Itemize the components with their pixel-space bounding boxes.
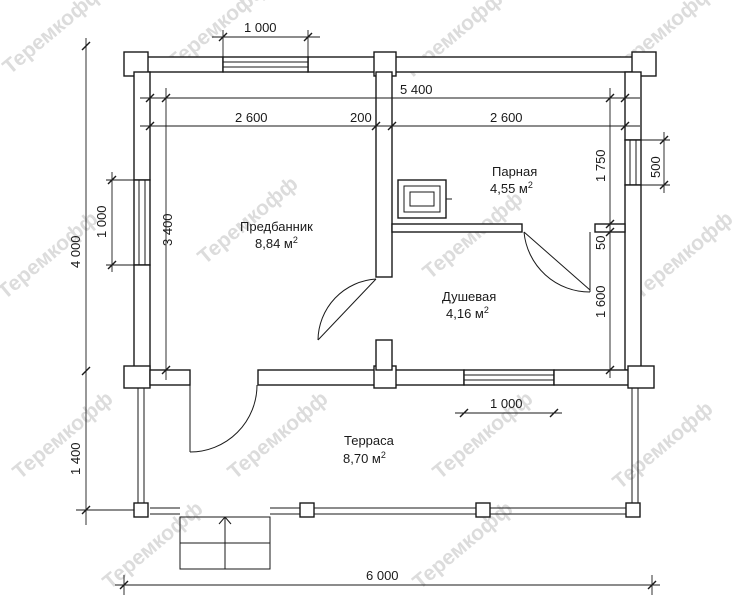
post-1 [133,502,149,518]
watermark-5: Теремкофф [0,207,102,304]
doors [189,231,591,453]
dimension-labels: 1 000 5 400 2 600 200 2 600 6 000 1 000 … [68,20,663,583]
right-wall-mid [624,184,642,371]
post-3 [475,502,491,518]
watermark-14: Теремкофф [408,497,517,594]
top-wall-left [137,56,224,73]
dim-top-window: 1 000 [244,20,277,35]
cap-bl [123,365,151,389]
watermark-13: Теремкофф [98,497,207,594]
dim-left-room-depth: 3 400 [160,213,175,246]
dim-right-window: 500 [648,156,663,178]
watermark-8: Теремкофф [628,207,737,304]
watermark-9: Теремкофф [8,387,117,484]
room-predbannik-name: Предбанник [240,219,313,234]
post-2 [299,502,315,518]
bottom-wall-1 [149,369,191,386]
watermark-12: Теремкофф [608,397,717,494]
stove [397,179,452,219]
room-parnaya-area: 4,55 м2 [490,180,533,196]
left-wall-lower [133,264,151,371]
top-wall-right [307,56,643,73]
dim-right-room: 2 600 [490,110,523,125]
post-4 [625,502,641,518]
dim-partition: 200 [350,110,372,125]
dim-overall-inner: 5 400 [400,82,433,97]
dim-terrace-depth: 1 400 [68,442,83,475]
bottom-wall-3 [553,369,635,386]
right-window [624,139,642,186]
dim-left-room: 2 600 [235,110,268,125]
cap-br [627,365,655,389]
bottom-window [463,369,555,386]
watermark-1: Теремкофф [0,0,107,79]
dim-bottom-window: 1 000 [490,396,523,411]
walls [123,51,657,389]
terrace [133,388,641,570]
room-labels: Предбанник 8,84 м2 Парная 4,55 м2 Душева… [240,164,537,466]
left-window [133,179,151,266]
room-terrasa-name: Терраса [344,433,395,448]
room-parnaya-name: Парная [492,164,537,179]
dim-partition-wall: 50 [593,236,608,250]
dimension-lines [76,30,670,595]
partition-lower [375,339,393,371]
room-dushevaya-name: Душевая [442,289,496,304]
room-terrasa-area: 8,70 м2 [343,450,386,466]
watermark-10: Теремкофф [223,387,332,484]
dim-steam-room-depth: 1 750 [593,149,608,182]
room-predbannik-area: 8,84 м2 [255,235,298,251]
top-window [222,56,309,73]
room-dushevaya-area: 4,16 м2 [446,305,489,321]
partition-upper [375,71,393,278]
dim-shower-depth: 1 600 [593,285,608,318]
right-wall-upper [624,71,642,141]
dim-overall-depth: 4 000 [68,235,83,268]
dim-overall-width: 6 000 [366,568,399,583]
dim-left-window: 1 000 [94,205,109,238]
partition-shower [391,223,523,233]
bottom-wall-2 [257,369,465,386]
